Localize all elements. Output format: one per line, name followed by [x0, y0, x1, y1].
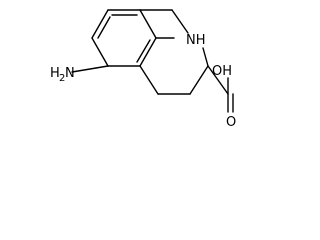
benzene-ring: [91, 9, 157, 67]
bond-n-c3: [202, 47, 209, 67]
amino-substituent: [71, 65, 109, 73]
amine-subscript-label: 2: [59, 73, 65, 84]
hydroxyl-label: OH: [212, 64, 232, 79]
bond-c1-nh: [171, 9, 189, 34]
bond-ring-a2-a3: [139, 9, 157, 39]
carboxylic-acid-group: [207, 65, 234, 113]
molecule-structure-diagram: H 2 N NH OH O: [50, 9, 236, 130]
bond-ring-amine: [71, 65, 109, 73]
amine-n-label: N: [65, 66, 75, 81]
bond-ring-a6-a1: [91, 9, 109, 39]
carbonyl-o-label: O: [226, 115, 236, 130]
amine-h-label: H: [50, 66, 60, 81]
tetrahydro-ring: [139, 9, 209, 95]
bond-c3-c4: [189, 65, 209, 95]
bond-c4a-ring: [139, 65, 159, 95]
bond-ring-a3-a4: [139, 37, 157, 67]
bond-c3-carboxyl: [207, 65, 229, 95]
bond-ring-a5-a6: [91, 37, 109, 67]
ring-nh-label: NH: [186, 33, 206, 48]
double-bond-inner-right: [136, 39, 151, 63]
double-bond-inner-left: [97, 16, 111, 39]
